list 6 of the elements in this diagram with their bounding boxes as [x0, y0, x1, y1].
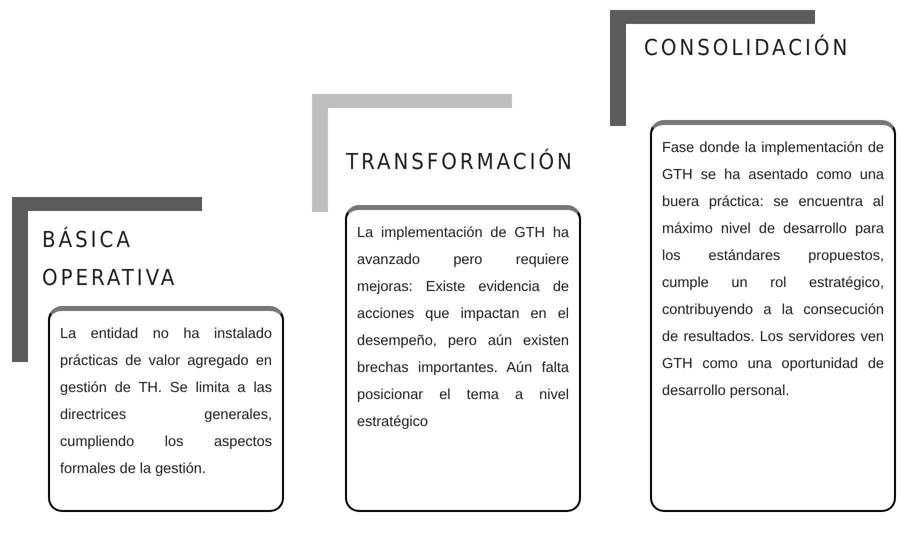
stage-description: La implementación de GTH ha avanzado pero requiere mejoras: Existe evidencia de acciones que impactan en el desempeño, pero aún existen brechas importantes. Aún falta posicionar el tema a nivel estratégico: [357, 224, 569, 432]
stage-description: Fase donde la implementación de GTH se ha asentado como una buera práctica: se encuentra al máximo nivel de desarrollo para los estándares propuestos, cumple un rol estratégico, contribuyendo a la consecución de resultados. Los servidores ven GTH como una oportunidad de desarrollo personal.: [662, 139, 884, 401]
stage-heading: TRANSFORMACIÓN: [346, 148, 576, 177]
stage-description: La entidad no ha instalado prácticas de valor agregado en gestión de TH. Se limita a las directrices generales, cumpliendo los aspectos formales de la gestión.: [60, 325, 272, 479]
stage-heading: BÁSICA OPERATIVA: [42, 226, 178, 293]
stage-heading: CONSOLIDACIÓN: [644, 34, 852, 63]
